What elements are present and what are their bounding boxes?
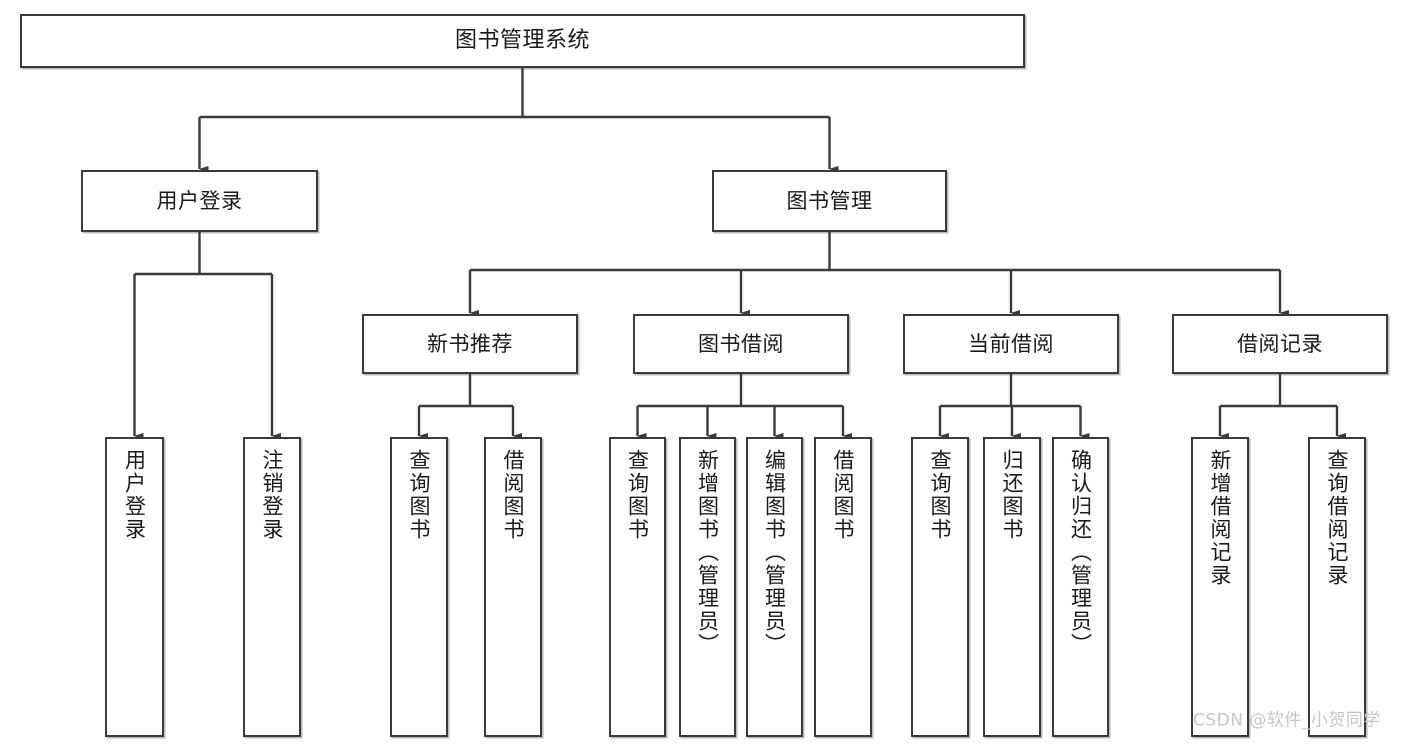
node-label: 当前借阅	[968, 331, 1054, 356]
node-label: 查询图书	[625, 449, 650, 541]
node-leaf-query-book-2[interactable]: 查询图书	[609, 437, 666, 737]
node-label: 新增图书（管理员）	[695, 449, 720, 656]
node-label: 确认归还（管理员）	[1068, 449, 1093, 656]
node-leaf-borrow-book-2[interactable]: 借阅图书	[814, 437, 872, 737]
node-label: 用户登录	[156, 188, 243, 213]
node-leaf-confirm-return[interactable]: 确认归还（管理员）	[1052, 437, 1109, 737]
node-current-borrow[interactable]: 当前借阅	[903, 314, 1119, 374]
node-label: 查询图书	[407, 449, 432, 541]
node-leaf-add-record[interactable]: 新增借阅记录	[1191, 437, 1249, 737]
node-user-login[interactable]: 用户登录	[81, 170, 318, 232]
node-leaf-return-book[interactable]: 归还图书	[983, 437, 1041, 737]
node-label: 图书借阅	[698, 331, 784, 356]
node-borrow-record[interactable]: 借阅记录	[1172, 314, 1388, 374]
node-leaf-borrow-book-1[interactable]: 借阅图书	[484, 437, 542, 737]
node-leaf-logout[interactable]: 注销登录	[243, 437, 301, 737]
node-leaf-query-book-3[interactable]: 查询图书	[911, 437, 969, 737]
node-label: 编辑图书（管理员）	[762, 449, 787, 656]
node-label: 查询借阅记录	[1325, 449, 1350, 587]
node-label: 借阅图书	[501, 449, 526, 541]
node-leaf-query-book-1[interactable]: 查询图书	[390, 437, 448, 737]
node-leaf-query-record[interactable]: 查询借阅记录	[1308, 437, 1366, 737]
node-leaf-user-login[interactable]: 用户登录	[105, 437, 164, 737]
node-root[interactable]: 图书管理系统	[20, 14, 1025, 68]
node-leaf-add-book[interactable]: 新增图书（管理员）	[679, 437, 736, 737]
node-label: 借阅记录	[1237, 331, 1323, 356]
tree-edges	[133, 68, 1347, 439]
node-leaf-edit-book[interactable]: 编辑图书（管理员）	[746, 437, 803, 737]
node-label: 借阅图书	[831, 449, 856, 541]
node-book-borrow[interactable]: 图书借阅	[633, 314, 849, 374]
node-label: 归还图书	[1000, 449, 1025, 541]
node-book-manage[interactable]: 图书管理	[712, 170, 947, 232]
node-new-book-rec[interactable]: 新书推荐	[362, 314, 578, 374]
node-label: 图书管理系统	[454, 28, 590, 54]
node-label: 注销登录	[260, 449, 285, 541]
node-label: 用户登录	[122, 449, 147, 541]
node-label: 新书推荐	[427, 331, 513, 356]
node-label: 图书管理	[786, 188, 873, 213]
node-label: 查询图书	[928, 449, 953, 541]
node-label: 新增借阅记录	[1208, 449, 1233, 587]
